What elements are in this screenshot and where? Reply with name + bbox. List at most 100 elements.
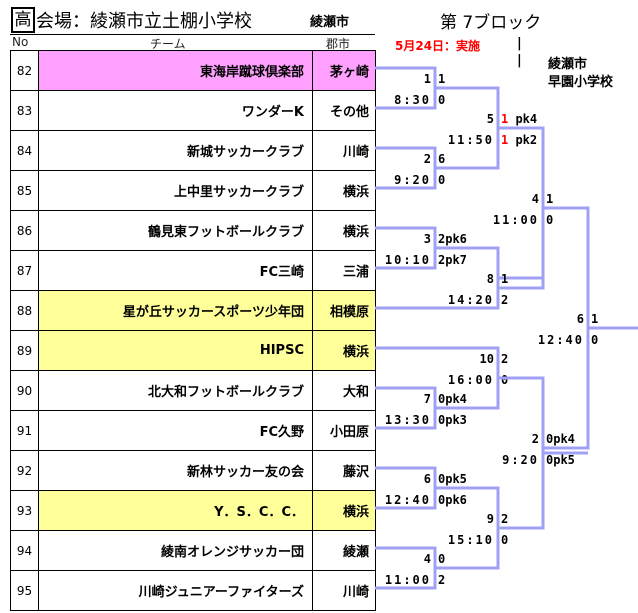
venue-city: 綾瀬市 [310, 15, 350, 30]
team-row: 88 星が丘サッカースポーツ少年団 相模原 [11, 291, 375, 331]
team-name: 星が丘サッカースポーツ少年団 [39, 291, 313, 330]
team-row: 92 新林サッカー友の会 藤沢 [11, 451, 375, 491]
pk-score: pk4 [445, 392, 467, 406]
score: 2 [438, 232, 445, 246]
match-score: 1 [438, 72, 445, 86]
team-name: 新城サッカークラブ [39, 131, 313, 170]
team-row: 82 東海岸蹴球倶楽部 茅ヶ崎 [11, 51, 375, 91]
team-no: 85 [11, 171, 39, 210]
match-number: 8 [487, 272, 494, 286]
match-score: 0 [546, 213, 553, 227]
match-score: 2 [501, 352, 508, 366]
team-no: 91 [11, 411, 39, 450]
team-city: 大和 [313, 371, 375, 410]
pk-score: pk5 [553, 453, 575, 467]
pk-score: pk6 [445, 232, 467, 246]
match-score: 0pk5 [546, 453, 575, 467]
score: 1 [501, 133, 508, 147]
match-score: 2 [438, 573, 445, 587]
team-no: 94 [11, 531, 39, 570]
match-score: 2 [501, 512, 508, 526]
team-row: 90 北大和フットボールクラブ 大和 [11, 371, 375, 411]
team-city: 小田原 [313, 411, 375, 450]
bracket-line [498, 126, 545, 290]
match-score: 0 [438, 173, 445, 187]
col-header-city: 郡市 [326, 37, 351, 51]
block-title: 第 7ブロック [440, 13, 542, 33]
team-no: 93 [11, 491, 39, 530]
match-time: 12:40 [385, 493, 431, 507]
team-name: HIPSC [39, 331, 313, 370]
score: 0 [438, 472, 445, 486]
match-number: 2 [532, 432, 539, 446]
seed-mark: 高 [11, 7, 35, 33]
team-row: 89 HIPSC 横浜 [11, 331, 375, 371]
team-no: 83 [11, 91, 39, 130]
match-number: 9 [487, 512, 494, 526]
bracket-line [543, 206, 590, 450]
match-score: 2 [501, 293, 508, 307]
separator: | [517, 36, 522, 51]
score: 0 [438, 173, 445, 187]
team-city: 相模原 [313, 291, 375, 330]
score: 0 [501, 533, 508, 547]
match-time: 15:10 [448, 533, 494, 547]
score: 2 [501, 352, 508, 366]
match-time: 12:40 [538, 333, 584, 347]
team-row: 85 上中里サッカークラブ 横浜 [11, 171, 375, 211]
team-city: 藤沢 [313, 451, 375, 490]
match-time: 16:00 [448, 373, 494, 387]
team-row: 91 FC久野 小田原 [11, 411, 375, 451]
match-time: 14:20 [448, 293, 494, 307]
match-score: 0 [438, 93, 445, 107]
score: 1 [501, 112, 508, 126]
team-no: 82 [11, 51, 39, 90]
team-city: 横浜 [313, 491, 375, 530]
match-time: 11:50 [448, 133, 494, 147]
match-score: 1 [546, 192, 553, 206]
team-name: ワンダーK [39, 91, 313, 130]
pk-score: pk3 [445, 413, 467, 427]
match-score: 6 [438, 152, 445, 166]
match-score: 1 [501, 272, 508, 286]
second-venue-city: 綾瀬市 [548, 57, 588, 72]
team-name: Y．S．C．C． [39, 491, 313, 530]
team-no: 89 [11, 331, 39, 370]
score: 2 [501, 293, 508, 307]
team-city: 川崎 [313, 131, 375, 170]
match-score: 2pk6 [438, 232, 467, 246]
team-no: 92 [11, 451, 39, 490]
match-number: 6 [424, 472, 431, 486]
team-name: 鶴見東フットボールクラブ [39, 211, 313, 250]
pk-score: pk2 [508, 133, 537, 147]
score: 2 [501, 512, 508, 526]
score: 0 [438, 392, 445, 406]
match-number: 2 [424, 152, 431, 166]
match-score: 0 [501, 373, 508, 387]
team-no: 95 [11, 571, 39, 610]
match-time: 9:20 [394, 173, 431, 187]
team-name: FC久野 [39, 411, 313, 450]
score: 0 [501, 373, 508, 387]
score: 6 [438, 152, 445, 166]
match-score: 0 [591, 333, 598, 347]
match-score: 0pk4 [546, 432, 575, 446]
team-row: 83 ワンダーK その他 [11, 91, 375, 131]
match-number: 7 [424, 392, 431, 406]
team-city: 三浦 [313, 251, 375, 290]
score: 0 [438, 93, 445, 107]
score: 0 [546, 432, 553, 446]
score: 1 [438, 72, 445, 86]
score: 0 [591, 333, 598, 347]
team-city: 横浜 [313, 171, 375, 210]
team-no: 84 [11, 131, 39, 170]
col-header-team: チーム [150, 37, 186, 51]
match-number: 1 [424, 72, 431, 86]
team-name: 東海岸蹴球倶楽部 [39, 51, 313, 90]
score: 0 [438, 493, 445, 507]
title-underline [10, 34, 375, 35]
match-score: 0 [501, 533, 508, 547]
match-score: 0pk5 [438, 472, 467, 486]
team-name: 川崎ジュニアーファイターズ [39, 571, 313, 610]
team-no: 87 [11, 251, 39, 290]
